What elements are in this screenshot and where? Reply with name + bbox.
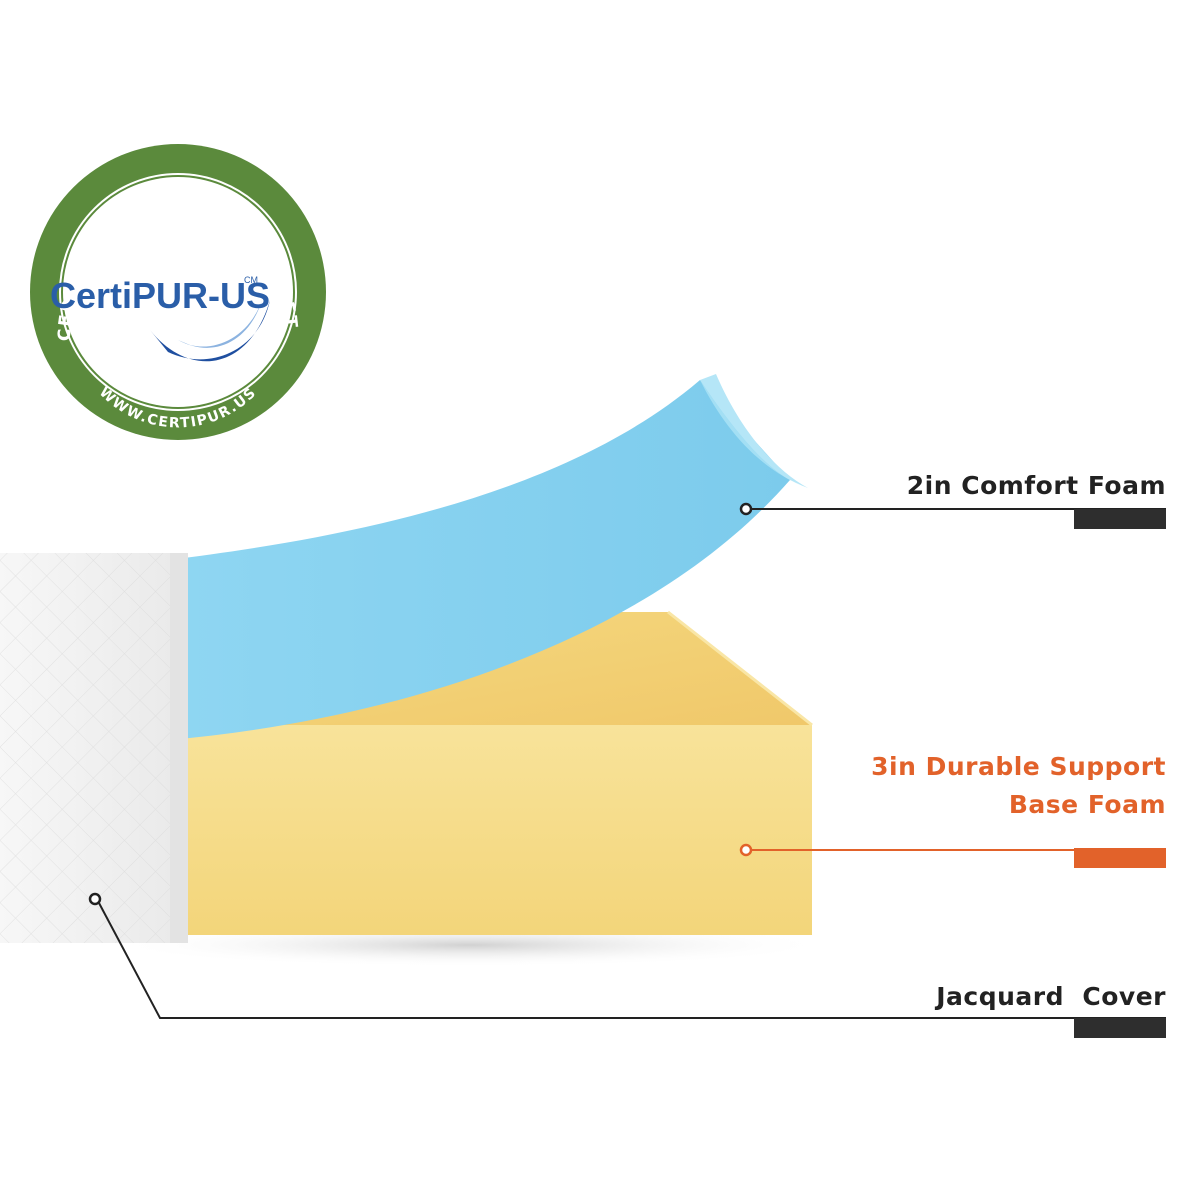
badge-inner-disc	[63, 177, 293, 407]
jacquard-cover-bar	[1074, 1018, 1166, 1038]
comfort-foam-bar	[1074, 509, 1166, 529]
jacquard-cover-callout	[88, 892, 1166, 1019]
comfort-foam-label: 2in Comfort Foam	[906, 471, 1166, 500]
certipur-us-badge: CONTAINS CERTIFIED FLEXIBLE POLYURETHANE…	[0, 0, 326, 440]
base-foam-front	[185, 725, 812, 935]
base-foam-label-line2: Base Foam	[1008, 790, 1166, 819]
jacquard-cover-label: Jacquard Cover	[936, 982, 1166, 1011]
badge-logo-text: CertiPUR-US	[50, 275, 270, 316]
base-foam-bar	[1074, 848, 1166, 868]
comfort-foam-layer	[168, 380, 790, 740]
base-foam-label-line1: 3in Durable Support	[871, 752, 1166, 781]
badge-logo-mark: CM	[244, 275, 258, 285]
